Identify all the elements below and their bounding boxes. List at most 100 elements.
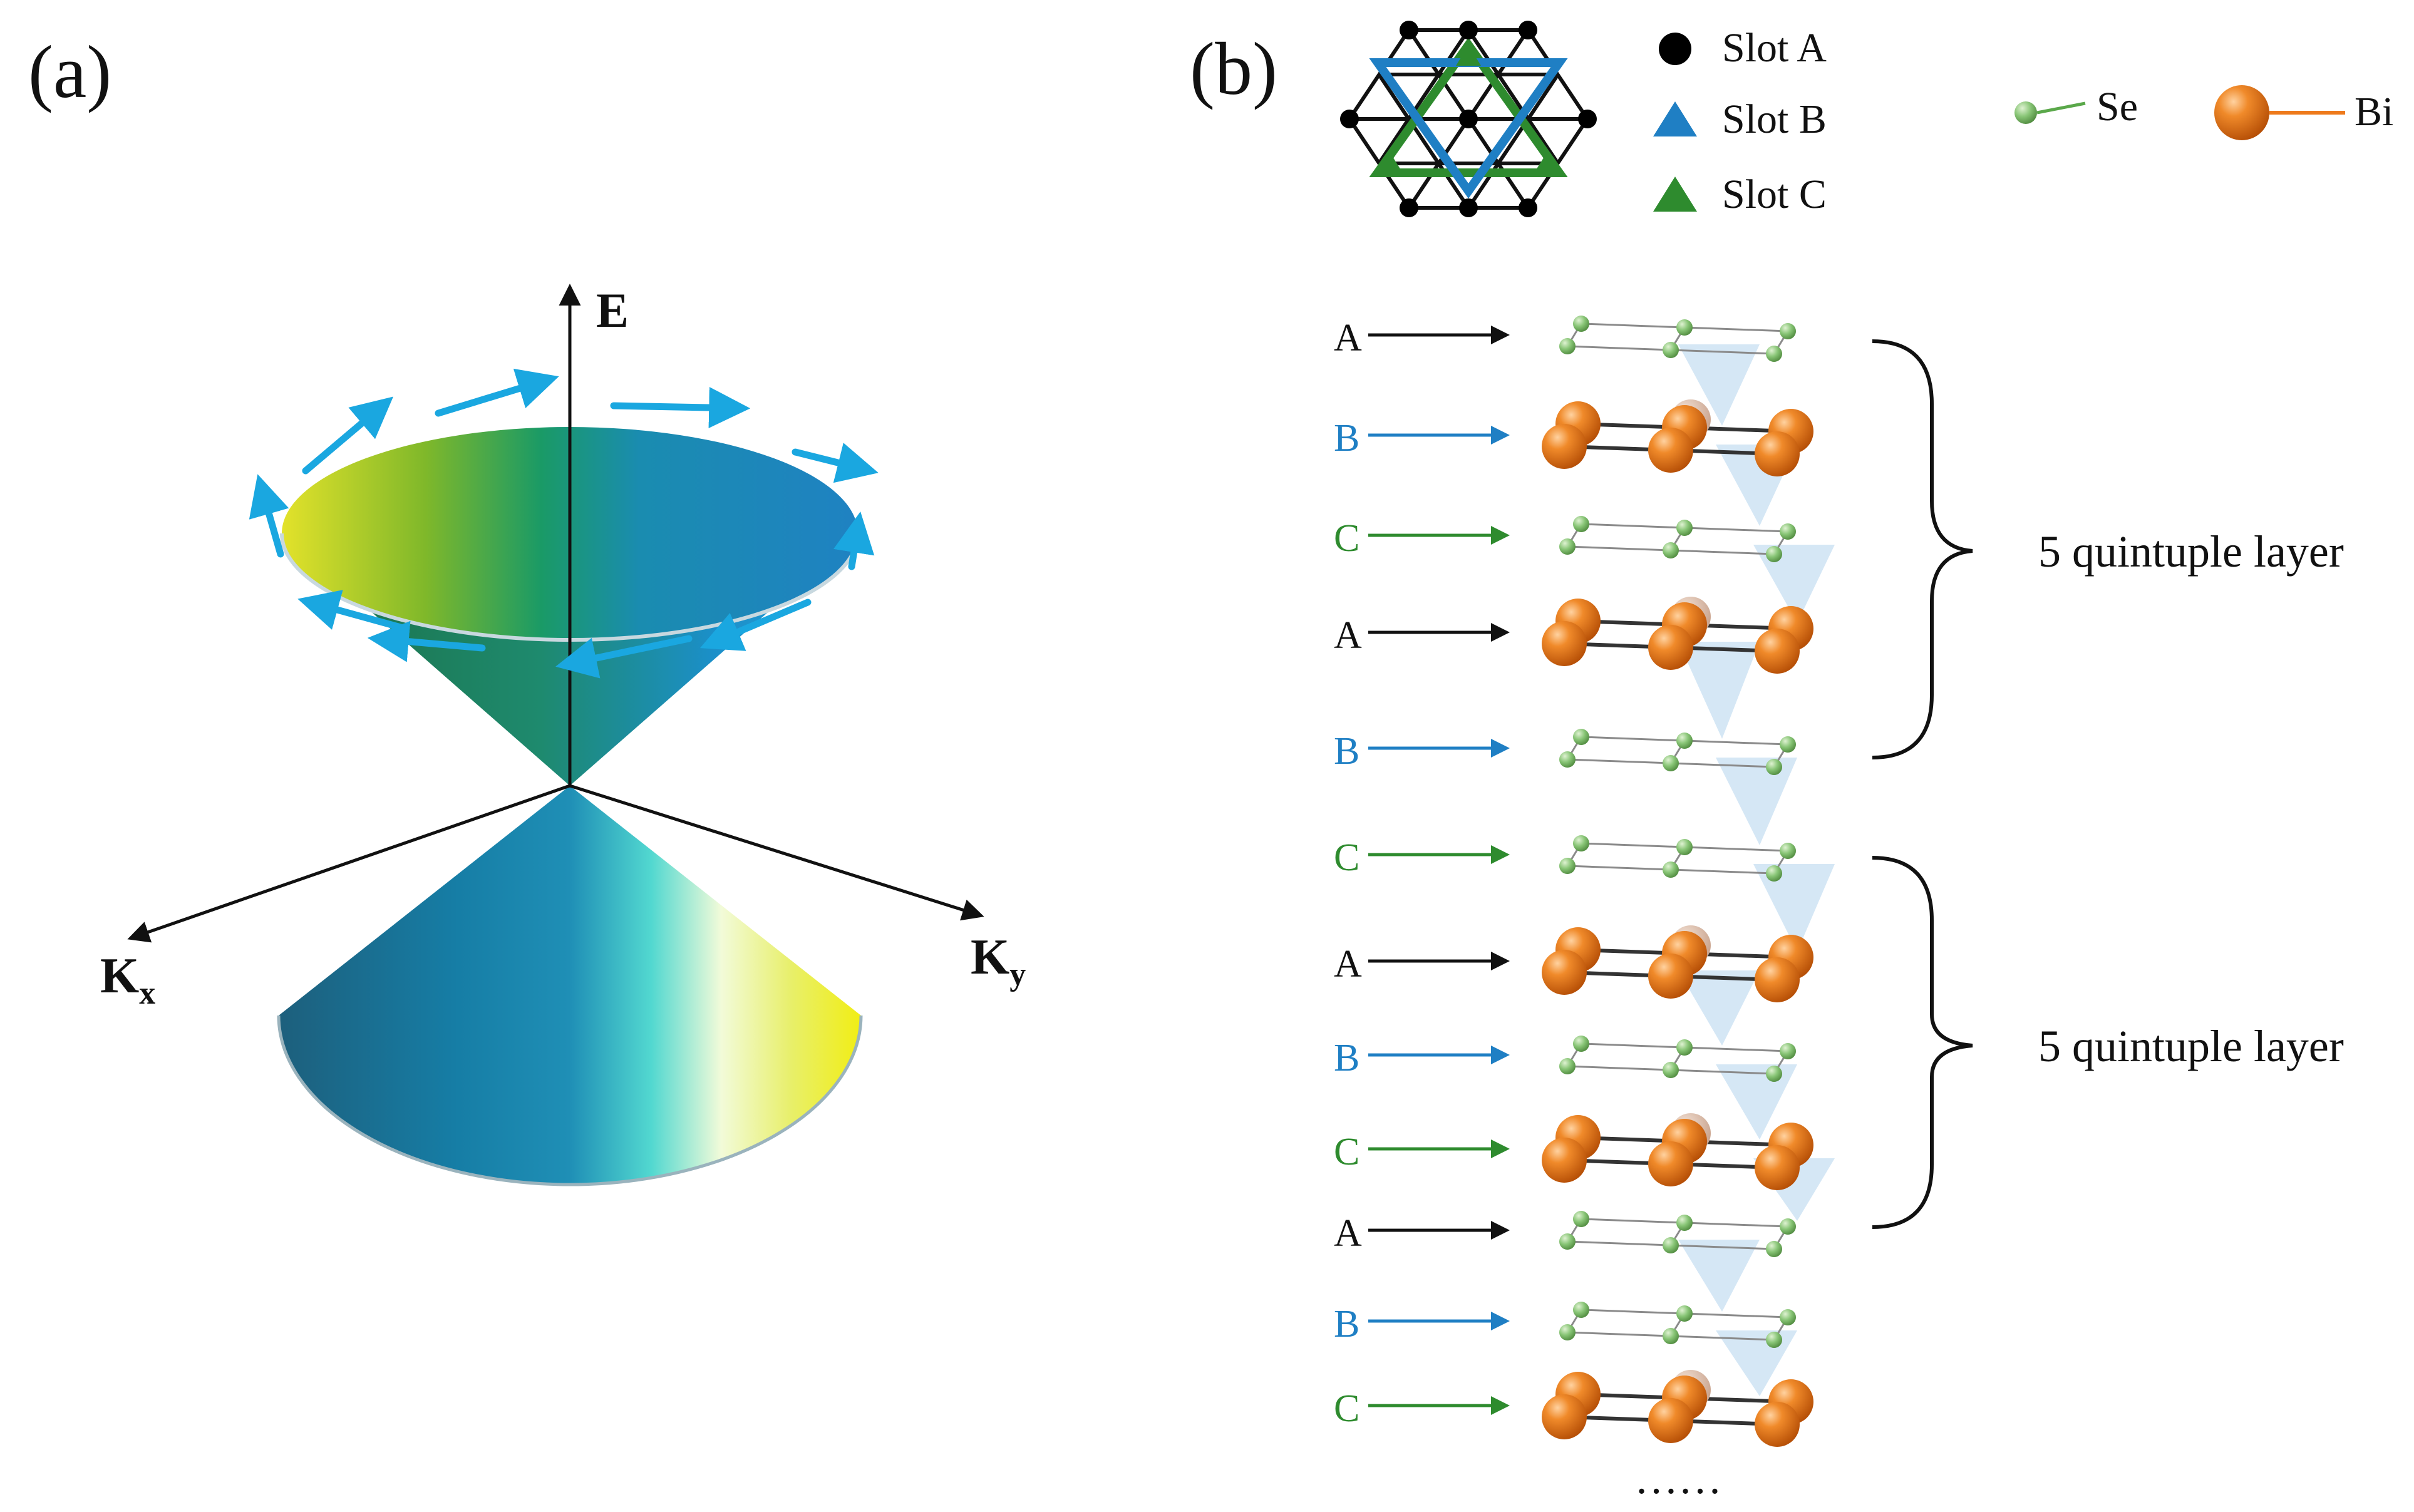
bond-shading (1678, 970, 1760, 1046)
bi-layer (1542, 925, 1813, 1002)
spin-arrow (555, 635, 693, 679)
bracket-upper (1872, 339, 1973, 759)
layer-slot-label: A (1334, 614, 1362, 657)
bond-shading (1678, 1240, 1760, 1312)
lattice-bond (1567, 545, 1671, 552)
se-atom (1663, 755, 1679, 771)
bracket-label-upper: 5 quintuple layer (2038, 527, 2344, 577)
bond-shading (1753, 864, 1835, 952)
spin-arrows (249, 368, 879, 679)
se-atom (1559, 858, 1576, 874)
bi-atom (1648, 954, 1693, 999)
spin-arrow (435, 368, 559, 417)
se-atom (1780, 1218, 1796, 1235)
se-atom (1766, 1066, 1782, 1082)
se-atom (1559, 751, 1576, 768)
se-atom (1559, 538, 1576, 555)
layer-slot-label: C (1334, 517, 1359, 560)
spin-arrow (792, 443, 879, 483)
se-atom (1573, 835, 1589, 851)
lattice-bond (1567, 865, 1671, 871)
se-atom (1663, 1328, 1679, 1344)
se-atom (1663, 1237, 1679, 1253)
bi-layer (1542, 1370, 1813, 1447)
layer-slot-label: A (1334, 317, 1362, 359)
bi-atom (1542, 1394, 1587, 1439)
se-atom (1766, 865, 1782, 882)
layer-atoms (1542, 316, 1813, 1447)
panel-b-label: (b) (1190, 27, 1277, 110)
layer-slot-label: A (1334, 1212, 1362, 1255)
se-atom (1559, 1324, 1576, 1340)
se-layer (1559, 729, 1796, 775)
layer-slot-label: C (1334, 836, 1359, 879)
se-atom (1573, 316, 1589, 332)
lattice-bond (1670, 868, 1775, 875)
se-atom (1663, 342, 1679, 358)
se-atom (1766, 346, 1782, 362)
layer-slot-label: C (1334, 1131, 1359, 1173)
se-atom (1780, 843, 1796, 859)
panel-a-label: (a) (28, 30, 111, 113)
se-bond-icon (2036, 101, 2086, 115)
lattice-bond (1684, 527, 1788, 533)
lattice-bond (1684, 846, 1788, 852)
spin-arrow (367, 620, 486, 662)
lattice-bond (1684, 739, 1788, 746)
kx-axis-label: Kx (100, 949, 155, 1011)
se-legend-label: Se (2097, 84, 2138, 130)
se-atom (1780, 1309, 1796, 1325)
lattice-bond (1581, 1309, 1685, 1315)
bi-atom (1542, 1138, 1587, 1183)
layer-slot-label: B (1334, 1303, 1359, 1345)
layer-slot-label: A (1334, 943, 1362, 985)
lattice-line (1377, 29, 1470, 165)
slot-c-marker (1653, 177, 1697, 212)
bond-shading (1678, 642, 1760, 739)
lower-cone-rim (277, 1015, 863, 1186)
lattice-bond (1684, 1312, 1788, 1319)
spin-arrow (302, 396, 394, 475)
bond-shading (1716, 1064, 1797, 1139)
bi-layer (1542, 597, 1813, 674)
slot-b-marker (1653, 101, 1697, 136)
layer-slot-label: B (1334, 417, 1359, 460)
se-atom (1573, 1302, 1589, 1318)
lattice-bond (1581, 322, 1685, 329)
se-layer (1559, 516, 1796, 562)
bond-shading (1753, 545, 1835, 623)
lattice-bond (1670, 762, 1775, 768)
bi-atom (1648, 1141, 1693, 1186)
lattice-bond (1670, 349, 1775, 355)
lattice-bond (1581, 1042, 1685, 1049)
lattice-bond (1670, 549, 1775, 555)
se-atom (1676, 1039, 1693, 1056)
lattice-line (1377, 73, 1470, 209)
atom-legend: Se Bi (2014, 84, 2393, 140)
se-layer (1559, 835, 1796, 882)
se-atom (1676, 1215, 1693, 1231)
se-atom (1663, 1062, 1679, 1078)
bi-atom (1648, 1398, 1693, 1443)
slot-a-sites (1340, 21, 1597, 217)
se-atom (1780, 736, 1796, 753)
bi-atom (1755, 957, 1800, 1002)
bi-atom (1755, 1145, 1800, 1190)
spin-arrow (833, 511, 875, 570)
lattice-bond (1567, 1331, 1671, 1337)
lattice-bond (1567, 758, 1671, 764)
se-atom (1573, 1211, 1589, 1227)
bi-layer (1542, 399, 1813, 476)
spin-arrow (297, 590, 405, 631)
se-atom (1663, 542, 1679, 558)
bi-atom (1755, 1402, 1800, 1447)
se-atom (1573, 1036, 1589, 1052)
lattice-line (1467, 73, 1560, 209)
lattice-bond (1684, 1221, 1788, 1228)
slot-a-marker (1659, 33, 1691, 65)
slot-c-triangle (1369, 37, 1568, 177)
se-atom (1573, 729, 1589, 745)
lattice-bond (1567, 1240, 1671, 1247)
